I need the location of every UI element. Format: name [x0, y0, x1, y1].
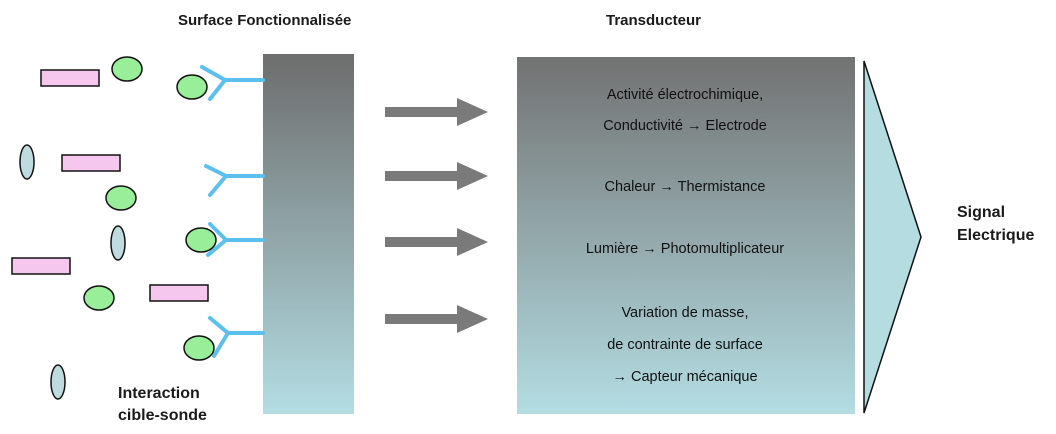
transducer-line: Activité électrochimique,	[606, 87, 764, 103]
probe	[200, 65, 265, 101]
target-ellipse	[105, 185, 137, 211]
target-ellipse	[183, 335, 215, 361]
transducer-line: de contrainte de surface	[607, 337, 763, 353]
target-ellipse	[176, 74, 208, 100]
arrow	[385, 98, 488, 126]
transducer-line: → Capteur mécanique	[612, 369, 758, 385]
probe	[204, 164, 265, 197]
molecule-ellipse	[50, 364, 66, 400]
molecule-rect	[11, 257, 71, 275]
molecule-rect	[61, 154, 121, 172]
molecule-rect	[149, 284, 209, 302]
signal-label-line2: Electrique	[957, 227, 1035, 244]
transducer-line: Chaleur → Thermistance	[604, 179, 766, 195]
transducer-box	[517, 57, 855, 414]
transducer-line: Lumière → Photomultiplicateur	[585, 241, 785, 257]
functionalized-surface	[263, 54, 354, 414]
target-ellipse	[185, 227, 217, 253]
transducer-line: Conductivité → Electrode	[603, 118, 767, 134]
surface-title: Surface Fonctionnalisée	[178, 12, 352, 29]
molecule-ellipse	[110, 225, 126, 261]
signal-triangle	[863, 60, 922, 414]
target-ellipse	[83, 285, 115, 311]
interaction-label-line1: Interaction	[118, 385, 200, 402]
arrow	[385, 305, 488, 333]
arrow	[385, 228, 488, 256]
probe	[206, 222, 265, 257]
interaction-label-line2: cible-sonde	[118, 407, 207, 424]
target-ellipse	[111, 56, 143, 82]
transducer-title: Transducteur	[606, 12, 702, 29]
transducer-line: Variation de masse,	[621, 305, 749, 321]
molecule-ellipse	[19, 144, 35, 180]
signal-label-line1: Signal	[957, 204, 1006, 221]
arrow	[385, 162, 488, 190]
probe	[208, 316, 265, 358]
molecule-rect	[40, 69, 100, 87]
